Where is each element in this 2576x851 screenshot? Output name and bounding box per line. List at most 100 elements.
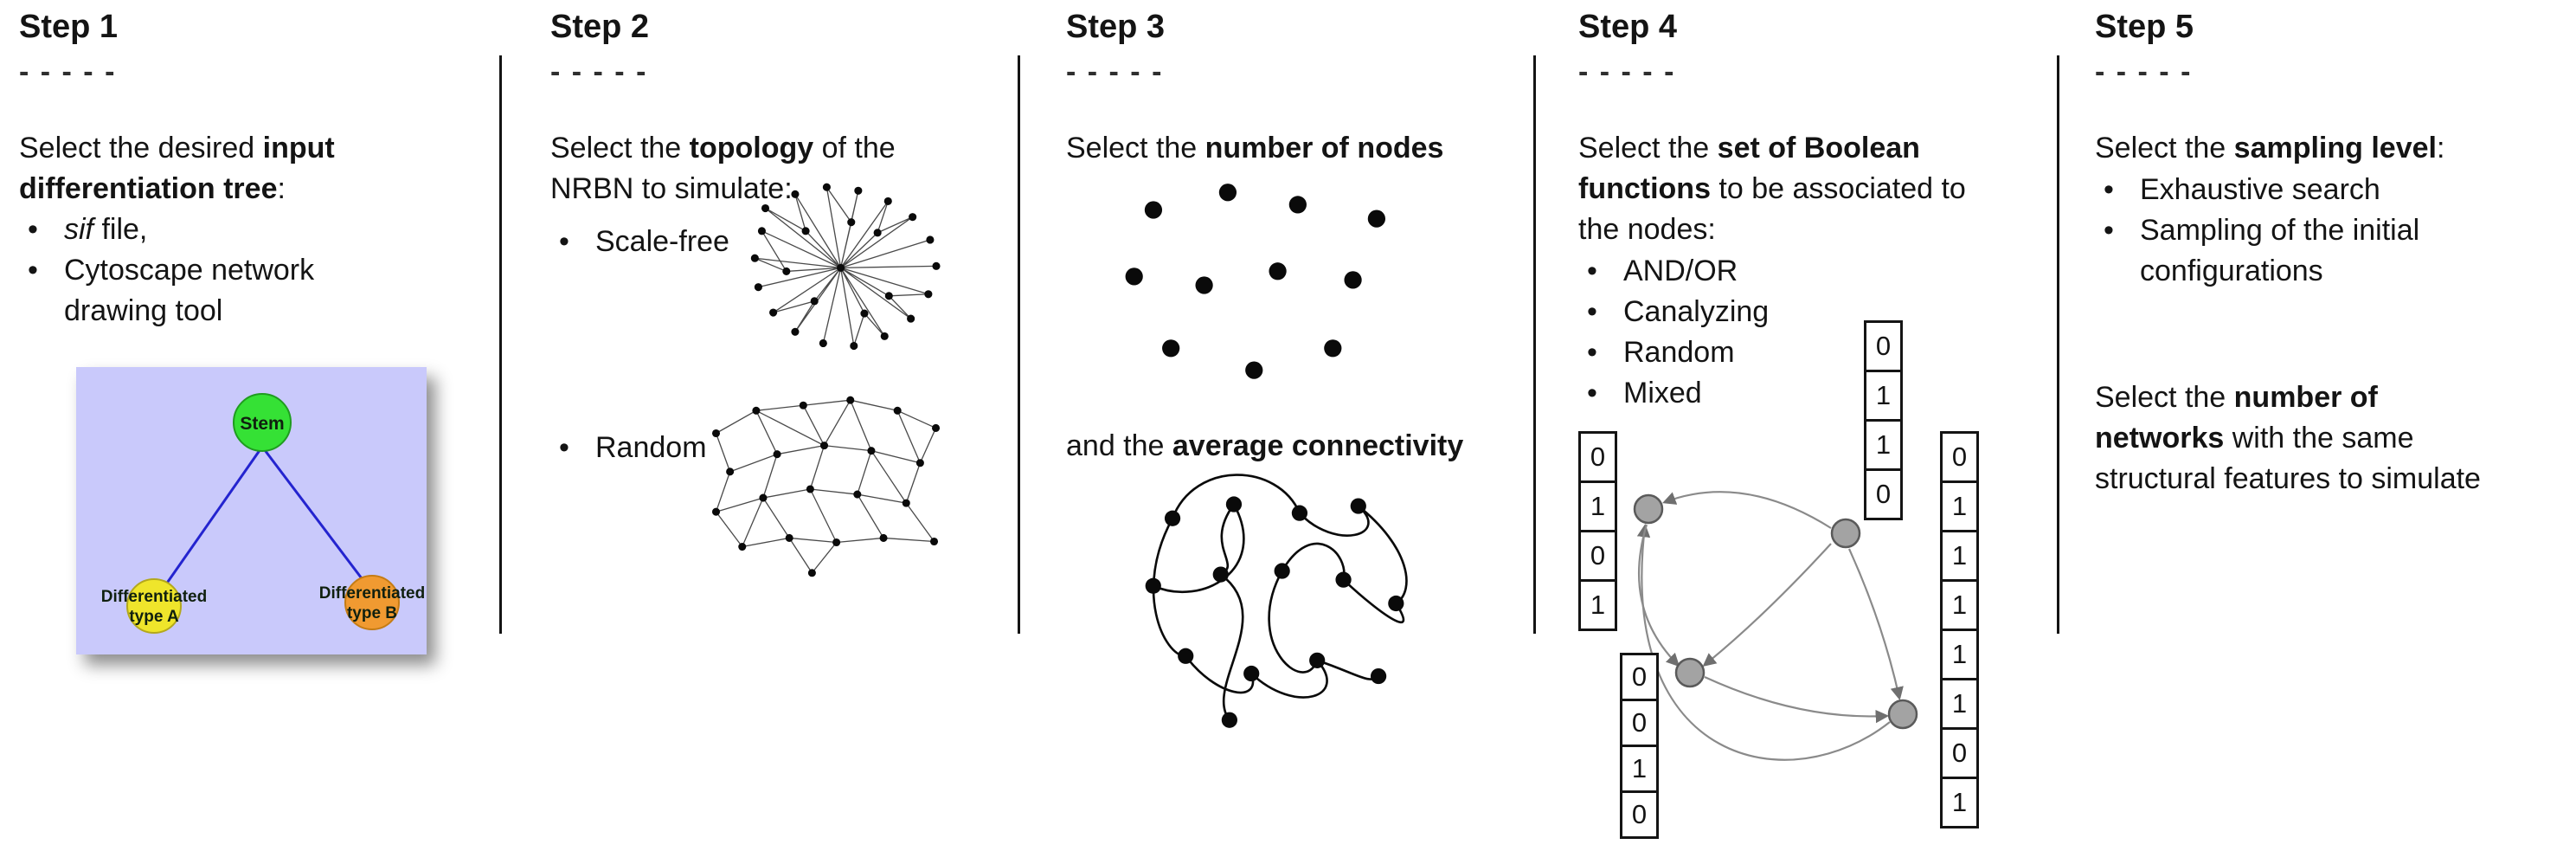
nodes-scatter-graphic: [1125, 184, 1385, 379]
truth-cell: 1: [1864, 370, 1903, 422]
type-a-label-line1: Differentiated: [101, 588, 207, 606]
step2-dashes: - - - - -: [550, 55, 648, 88]
step1-intro-bold2: differentiation tree: [19, 172, 278, 205]
column-divider-4: [2057, 55, 2059, 634]
step3-line1-text: Select the: [1066, 132, 1205, 164]
truth-cell: 0: [1864, 320, 1903, 372]
step3-line2-text: and the: [1066, 429, 1172, 462]
step5-title: Step 5: [2095, 9, 2194, 45]
bullet-exhaustive-search: Exhaustive search: [2095, 170, 2419, 210]
arrow-c-to-d: [1704, 676, 1890, 724]
step5-intro: Select the sampling level:: [2095, 128, 2444, 169]
step2-intro-line2: NRBN to simulate:: [550, 172, 793, 205]
type-b-label-line2: type B: [347, 604, 397, 622]
truth-table-right: 0 1 1 1 1 1 0 1: [1940, 431, 1979, 828]
step1-bullet-cytoscape: Cytoscape network drawing tool: [19, 250, 314, 332]
network-node-b: [1830, 518, 1861, 549]
step2-intro-bold: topology: [689, 132, 814, 164]
arrow-b-to-d: [1847, 548, 1904, 701]
step5-para2-line3: structural features to simulate: [2095, 462, 2481, 495]
step3-line1: Select the number of nodes: [1066, 128, 1443, 169]
truth-cell: 0: [1578, 431, 1617, 483]
type-a-node: [126, 578, 182, 634]
step1-dashes: - - - - -: [19, 55, 117, 88]
boolean-network-graphic: [1633, 491, 1918, 761]
step5-para2-bold: number of: [2233, 381, 2378, 414]
column-divider-3: [1533, 55, 1536, 634]
truth-cell: 0: [1940, 727, 1979, 779]
truth-table-left: 0 1 0 1: [1578, 431, 1617, 631]
step1-column: Step 1 - - - - - Select the desired inpu…: [19, 0, 469, 851]
scatter-dots: [1125, 184, 1385, 379]
step1-intro: Select the desired input differentiation…: [19, 128, 335, 210]
step5-intro-text2: :: [2436, 132, 2445, 164]
connectivity-scribble-graphic: [1145, 474, 1408, 728]
step3-column: Step 3 - - - - - Select the number of no…: [1066, 0, 1533, 851]
boolean-function-list: AND/OR Canalyzing Random Mixed: [1578, 251, 1769, 414]
bullet-and-or: AND/OR: [1578, 251, 1769, 292]
scale-free-nodes: [750, 183, 941, 351]
step1-bullet-list: sif file, Cytoscape network drawing tool: [19, 210, 314, 332]
bullet-sampling-initial: Sampling of the initial configurations: [2095, 210, 2419, 292]
step4-dashes: - - - - -: [1578, 55, 1676, 88]
step3-line1-bold: number of nodes: [1204, 132, 1444, 164]
network-node-a: [1633, 493, 1664, 525]
step4-title: Step 4: [1578, 9, 1678, 45]
step1-title: Step 1: [19, 9, 119, 45]
bullet-random: Random: [1578, 332, 1769, 373]
step4-intro: Select the set of Boolean functions to b…: [1578, 128, 1966, 250]
step2-bullet-scalefree-item: Scale-free: [550, 222, 729, 262]
sif-italic: sif: [64, 213, 93, 246]
truth-cell: 1: [1578, 480, 1617, 532]
step4-intro-text: Select the: [1578, 132, 1718, 164]
random-network-nodes: [711, 396, 941, 577]
sif-rest: file,: [93, 213, 148, 246]
stem-label: Stem: [240, 414, 284, 434]
step5-para2-text: Select the: [2095, 381, 2234, 414]
truth-cell: 1: [1940, 777, 1979, 828]
truth-cell: 0: [1940, 431, 1979, 483]
arrow-b-to-c: [1702, 543, 1832, 667]
step3-title: Step 3: [1066, 9, 1166, 45]
step2-intro-text: Select the: [550, 132, 690, 164]
truth-cell: 0: [1620, 699, 1659, 747]
step5-intro-bold: sampling level: [2233, 132, 2437, 164]
step1-intro-text: Select the desired: [19, 132, 263, 164]
step2-column: Step 2 - - - - - Select the topology of …: [550, 0, 1009, 851]
scribble-edges: [1152, 474, 1408, 721]
tree-edge-a: [154, 446, 264, 600]
arrow-b-to-a: [1662, 491, 1832, 529]
stem-node: [233, 393, 292, 452]
truth-cell: 0: [1578, 530, 1617, 582]
step3-line2-bold: average connectivity: [1172, 429, 1464, 462]
type-b-label-line1: Differentiated: [319, 584, 425, 603]
network-node-c: [1674, 657, 1706, 688]
scale-free-network-graphic: [750, 183, 941, 351]
bullet-canalyzing: Canalyzing: [1578, 292, 1769, 332]
step5-networks-paragraph: Select the number of networks with the s…: [2095, 377, 2481, 500]
step5-para2-bold2: networks: [2095, 422, 2225, 455]
step2-bullet-random-item: Random: [550, 428, 707, 468]
arrow-a-to-c: [1638, 524, 1680, 667]
sampling-line2: configurations: [2140, 255, 2323, 287]
truth-cell: 1: [1940, 480, 1979, 532]
step2-intro: Select the topology of the NRBN to simul…: [550, 128, 896, 210]
step4-intro-text2: to be associated to: [1710, 172, 1966, 205]
type-a-label-line2: type A: [129, 608, 179, 626]
differentiation-tree-graphic: Stem Differentiated type A Differentiate…: [101, 393, 425, 634]
column-divider-1: [499, 55, 502, 634]
scale-free-bullet: Scale-free: [550, 222, 729, 262]
network-node-d: [1887, 699, 1918, 730]
random-network-edges: [715, 399, 937, 574]
truth-cell: 0: [1620, 790, 1659, 839]
step5-intro-text: Select the: [2095, 132, 2234, 164]
differentiation-tree-figure: Stem Differentiated type A Differentiate…: [76, 367, 427, 654]
step2-title: Step 2: [550, 9, 650, 45]
tree-edge-b: [260, 446, 376, 596]
truth-table-bottom-left: 0 0 1 0: [1620, 653, 1659, 839]
step5-dashes: - - - - -: [2095, 55, 2193, 88]
truth-cell: 1: [1940, 678, 1979, 730]
truth-cell: 1: [1620, 745, 1659, 793]
bullet-mixed: Mixed: [1578, 373, 1769, 414]
